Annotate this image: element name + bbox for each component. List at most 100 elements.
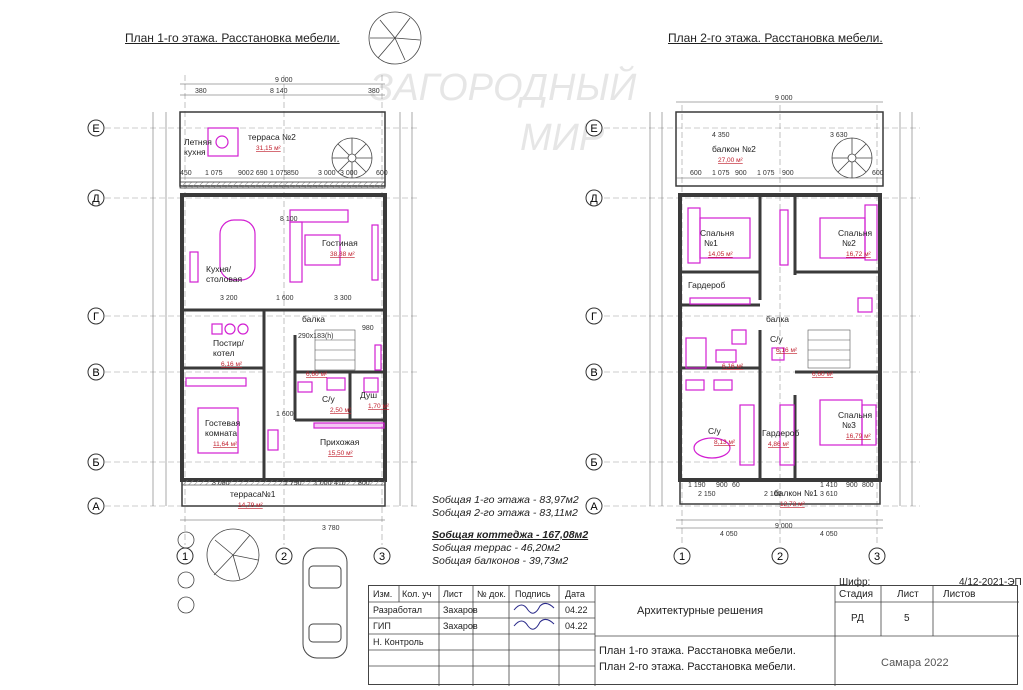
dimension-text: 1 410	[820, 482, 838, 489]
dimension-text: 410	[334, 480, 346, 487]
room-area: 2,50 м²	[330, 407, 352, 414]
dimension-text: 600	[690, 170, 702, 177]
axis-row-bubble-label: Г	[93, 311, 99, 323]
area-total: Sобщая коттеджа - 167,08м2	[432, 529, 589, 541]
room-name: терраса№1	[230, 489, 276, 499]
dimension-text: 1 075	[205, 170, 223, 177]
room-name: балкон №1	[774, 488, 818, 498]
stamp-code: 4/12-2021-ЭП	[959, 577, 1022, 588]
dimension-text: 900	[782, 170, 794, 177]
stamp-city: Самара 2022	[881, 657, 949, 669]
room-area: 6,16 м²	[722, 363, 744, 370]
axis-col-bubble-label: 2	[281, 551, 287, 563]
dimension-text: 1 075	[757, 170, 775, 177]
dimension-text: 290x183(h)	[298, 333, 333, 340]
dimension-text: 3 630	[830, 132, 848, 139]
axis-col-bubble	[176, 547, 194, 565]
axis-col-bubble-label: 2	[777, 551, 783, 563]
room-area: 1,70 м²	[368, 403, 390, 410]
stamp-stage: РД	[851, 613, 864, 624]
room-area: 6,60 м²	[306, 371, 328, 378]
stamp-col-date: Дата	[565, 589, 585, 599]
dimension-text: 9 000	[775, 523, 793, 530]
room-area: 6,16 м²	[776, 347, 798, 354]
axis-col-bubble-label: 3	[874, 551, 880, 563]
room-name: №3	[842, 420, 856, 430]
axis-col-bubble	[673, 547, 691, 565]
room-name: комната	[205, 428, 237, 438]
room-area: 8,13 м²	[714, 439, 736, 446]
room-name: кухня	[184, 147, 206, 157]
room-area: 14,79 м²	[238, 502, 264, 509]
stamp-code-label: Шифр:	[839, 577, 871, 588]
dimension-text: 3 200	[220, 295, 238, 302]
dimension-text: 900	[735, 170, 747, 177]
area-floor1: Sобщая 1-го этажа - 83,97м2	[432, 494, 579, 506]
room-name: балка	[766, 314, 789, 324]
axis-row-bubble-label: Г	[591, 311, 597, 323]
room-name: С/у	[770, 334, 784, 344]
plan2-title: План 2-го этажа. Расстановка мебели.	[668, 31, 883, 45]
axis-row-bubble	[87, 189, 105, 207]
dimension-text: 800	[358, 480, 370, 487]
room-area: 6,16 м²	[221, 361, 243, 368]
room-area: 14,05 м²	[708, 251, 734, 258]
plan1-drawing	[105, 75, 420, 659]
room-area: 38,88 м²	[330, 251, 356, 258]
dimension-text: 3 780	[322, 525, 340, 532]
car-icon	[302, 547, 348, 659]
dimension-text: 3 000	[318, 170, 336, 177]
dimension-text: 1 600	[276, 295, 294, 302]
room-area: 31,15 м²	[256, 145, 282, 152]
area-terraces: Sобщая террас - 46,20м2	[432, 542, 561, 554]
dimension-text: 600	[872, 170, 884, 177]
axis-row-bubble	[585, 497, 603, 515]
dimension-text: 3 080	[212, 480, 230, 487]
axis-row-bubble	[87, 497, 105, 515]
room-name: терраса №2	[248, 132, 296, 142]
dimension-text: 450	[180, 170, 192, 177]
axis-row-bubble	[87, 363, 105, 381]
stamp-date: 04.22	[565, 621, 588, 631]
signature-icon	[513, 602, 555, 630]
room-name: котел	[213, 348, 235, 358]
axis-row-bubble-label: А	[92, 501, 100, 513]
stamp-name: Захаров	[443, 621, 478, 631]
dimension-text: 600	[376, 170, 388, 177]
room-name: Кухня/	[206, 264, 232, 274]
room-area: 16,72 м²	[846, 251, 872, 258]
title-block: Изм. Кол. уч Лист № док. Подпись Дата Ра…	[368, 578, 1022, 686]
dimension-text: 1 075	[712, 170, 730, 177]
axis-row-bubble-label: Д	[92, 193, 100, 205]
dimension-text: 2 690	[250, 170, 268, 177]
dimension-text: 3 610	[820, 491, 838, 498]
room-name: Гостевая	[205, 418, 241, 428]
room-name: Спальня	[838, 228, 873, 238]
dimension-text: 1 790	[284, 480, 302, 487]
axis-row-bubble-label: В	[590, 367, 597, 379]
axis-col-bubble	[373, 547, 391, 565]
axis-row-bubble-label: В	[92, 367, 99, 379]
stamp-sheet-title-2: План 2-го этажа. Расстановка мебели.	[599, 661, 796, 673]
tree-icon	[368, 11, 422, 65]
dimension-text: 850	[287, 170, 299, 177]
room-name: Спальня	[838, 410, 873, 420]
axis-row-bubble-label: Е	[92, 123, 99, 135]
axis-row-bubble-label: Б	[590, 457, 597, 469]
stamp-name: Захаров	[443, 605, 478, 615]
stamp-stage-label: Стадия	[839, 589, 874, 600]
room-area: 15,50 м²	[328, 450, 354, 457]
dimension-text: 4 050	[720, 531, 738, 538]
stamp-date: 04.22	[565, 605, 588, 615]
stamp-sheets-label: Листов	[943, 589, 976, 600]
stamp-role: Н. Контроль	[373, 637, 424, 647]
axis-row-bubble	[87, 453, 105, 471]
axis-row-bubble	[585, 189, 603, 207]
plan2-drawing	[595, 101, 920, 545]
dimension-text: 1 075	[270, 170, 288, 177]
dimension-text: 4 350	[712, 132, 730, 139]
room-name: Прихожая	[320, 437, 360, 447]
spiral-stair-icon-2	[831, 137, 873, 179]
dimension-text: 3 000	[340, 170, 358, 177]
